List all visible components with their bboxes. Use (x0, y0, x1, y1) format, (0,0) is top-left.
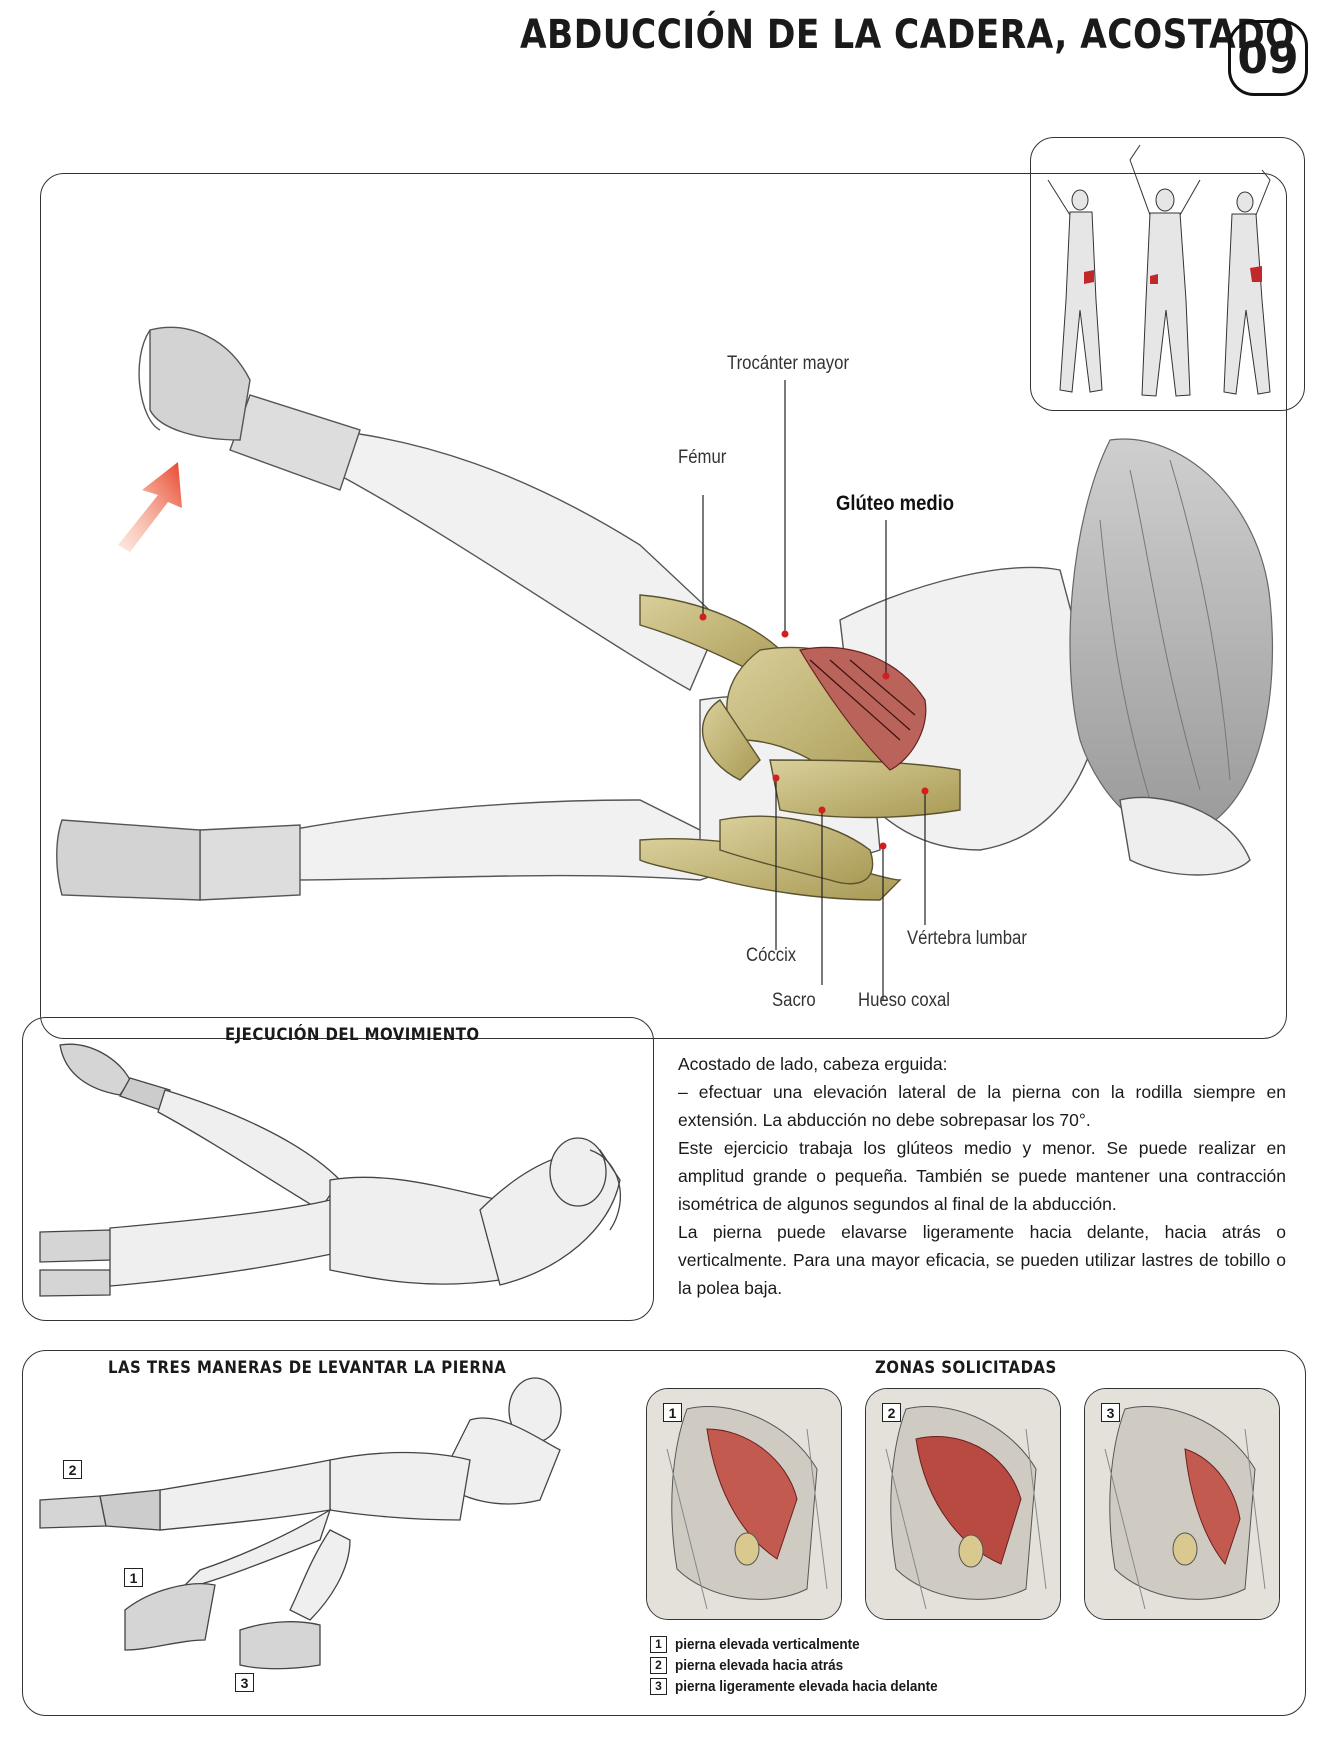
legend-number: 3 (650, 1677, 667, 1695)
muscle-thumbnail-panel (1030, 137, 1305, 411)
legend-text: pierna elevada hacia atrás (675, 1656, 844, 1674)
gluteus-zone-illustration (1085, 1389, 1279, 1619)
marker-1: 1 (124, 1568, 143, 1587)
zone-card-number: 1 (663, 1403, 682, 1422)
legend-number: 2 (650, 1656, 667, 1674)
description-paragraph: La pierna puede elavarse ligeramente hac… (678, 1222, 1286, 1298)
label-trocanter-mayor: Trocánter mayor (727, 353, 850, 374)
label-femur: Fémur (678, 447, 727, 468)
exercise-description: Acostado de lado, cabeza erguida: – efec… (678, 1050, 1286, 1302)
marker-3: 3 (235, 1673, 254, 1692)
bottom-panel (22, 1350, 1306, 1716)
raised-leg-figure (138, 326, 721, 691)
execution-figure (39, 1043, 622, 1297)
hair-figure (1069, 438, 1274, 836)
legend-item: 1 pierna elevada verticalmente (650, 1634, 967, 1654)
gluteus-zone-illustration (866, 1389, 1060, 1619)
three-ways-figure (39, 1377, 562, 1670)
description-paragraph: – efectuar una elevación lateral de la p… (678, 1082, 1286, 1130)
label-hueso-coxal: Hueso coxal (858, 990, 951, 1011)
zone-card-2: 2 (865, 1388, 1061, 1620)
marker-2: 2 (63, 1460, 82, 1479)
execution-title: EJECUCIÓN DEL MOVIMIENTO (225, 1025, 480, 1045)
legend-number: 1 (650, 1635, 667, 1653)
page-number-badge: 09 (1228, 20, 1308, 96)
label-dots (699, 613, 929, 850)
zone-card-number: 3 (1101, 1403, 1120, 1422)
lift-direction-arrow-icon (118, 462, 182, 552)
three-ways-title: LAS TRES MANERAS DE LEVANTAR LA PIERNA (108, 1358, 507, 1378)
gluteus-zone-illustration (647, 1389, 841, 1619)
muscle-thumbnail-figures (1047, 144, 1271, 397)
zones-title: ZONAS SOLICITADAS (875, 1358, 1057, 1378)
zone-card-1: 1 (646, 1388, 842, 1620)
zone-card-number: 2 (882, 1403, 901, 1422)
label-coccix: Cóccix (746, 945, 797, 966)
description-paragraph: Acostado de lado, cabeza erguida: (678, 1054, 948, 1074)
arm-figure (1119, 796, 1251, 876)
thumbnail-highlight-marks (1084, 266, 1262, 284)
legend-text: pierna ligeramente elevada hacia delante (675, 1677, 938, 1695)
legend-text: pierna elevada verticalmente (675, 1635, 860, 1653)
gluteus-medius-muscle (799, 646, 927, 771)
label-vertebra-lumbar: Vértebra lumbar (907, 928, 1027, 949)
leader-lines (702, 380, 926, 1000)
label-sacro: Sacro (772, 990, 816, 1011)
zones-legend: 1 pierna elevada verticalmente 2 pierna … (650, 1634, 967, 1697)
zone-card-3: 3 (1084, 1388, 1280, 1620)
description-paragraph: Este ejercicio trabaja los glúteos medio… (678, 1138, 1286, 1214)
execution-panel (22, 1017, 654, 1321)
page-title: ABDUCCIÓN DE LA CADERA, ACOSTADO (520, 12, 1295, 58)
legend-item: 3 pierna ligeramente elevada hacia delan… (650, 1676, 967, 1696)
label-gluteo-medio: Glúteo medio (836, 492, 955, 515)
legend-item: 2 pierna elevada hacia atrás (650, 1655, 967, 1675)
